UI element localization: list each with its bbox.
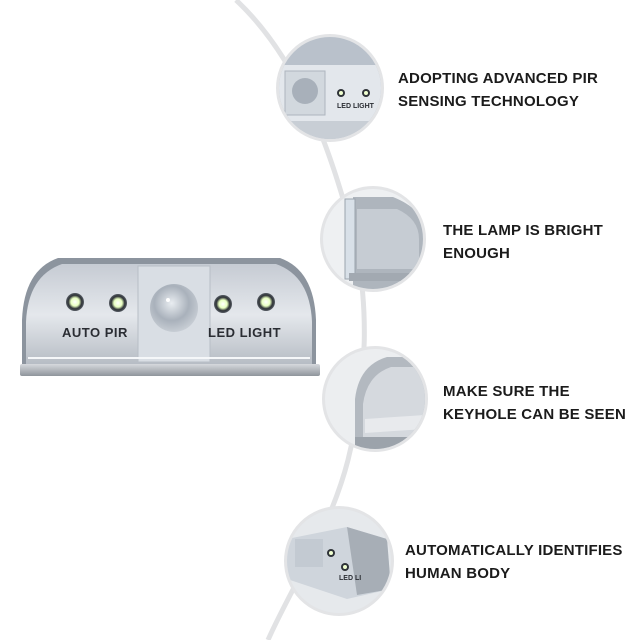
feature-1-text: ADOPTING ADVANCED PIR SENSING TECHNOLOGY	[398, 67, 598, 113]
feature-image-pir-sensor: LED LIGHT	[276, 34, 384, 142]
led-light-caption: LED LIGHT	[337, 103, 374, 110]
feature-image-keyhole	[322, 346, 428, 452]
feature-4-line-2: HUMAN BODY	[405, 565, 511, 582]
feature-1-line-2: SENSING TECHNOLOGY	[398, 93, 580, 110]
led-light-caption-partial: LED LI	[339, 575, 362, 582]
feature-3-line-1: MAKE SURE THE	[443, 383, 570, 400]
led-light-label: LED LIGHT	[208, 325, 282, 340]
auto-pir-label: AUTO PIR	[62, 325, 128, 340]
feature-2-text: THE LAMP IS BRIGHT ENOUGH	[443, 219, 603, 265]
feature-image-brightness	[320, 186, 426, 292]
feature-1-line-1: ADOPTING ADVANCED PIR	[398, 70, 599, 87]
feature-3-text: MAKE SURE THE KEYHOLE CAN BE SEEN	[443, 380, 626, 426]
feature-4-line-1: AUTOMATICALLY IDENTIFIES	[405, 542, 623, 559]
lamp-angle-closeup-icon	[287, 509, 391, 613]
feature-4-text: AUTOMATICALLY IDENTIFIES HUMAN BODY	[405, 539, 623, 585]
product-image: AUTO PIR LED LIGHT	[18, 250, 320, 378]
feature-2-line-1: THE LAMP IS BRIGHT	[443, 222, 603, 239]
keyhole-lamp-illustration	[20, 258, 320, 376]
lamp-side-closeup-icon	[323, 189, 423, 289]
pir-sensor-closeup-icon	[279, 37, 381, 139]
lamp-curve-closeup-icon	[325, 349, 425, 449]
feature-3-line-2: KEYHOLE CAN BE SEEN	[443, 406, 626, 423]
feature-image-body-detection: LED LI	[284, 506, 394, 616]
feature-2-line-2: ENOUGH	[443, 245, 511, 262]
